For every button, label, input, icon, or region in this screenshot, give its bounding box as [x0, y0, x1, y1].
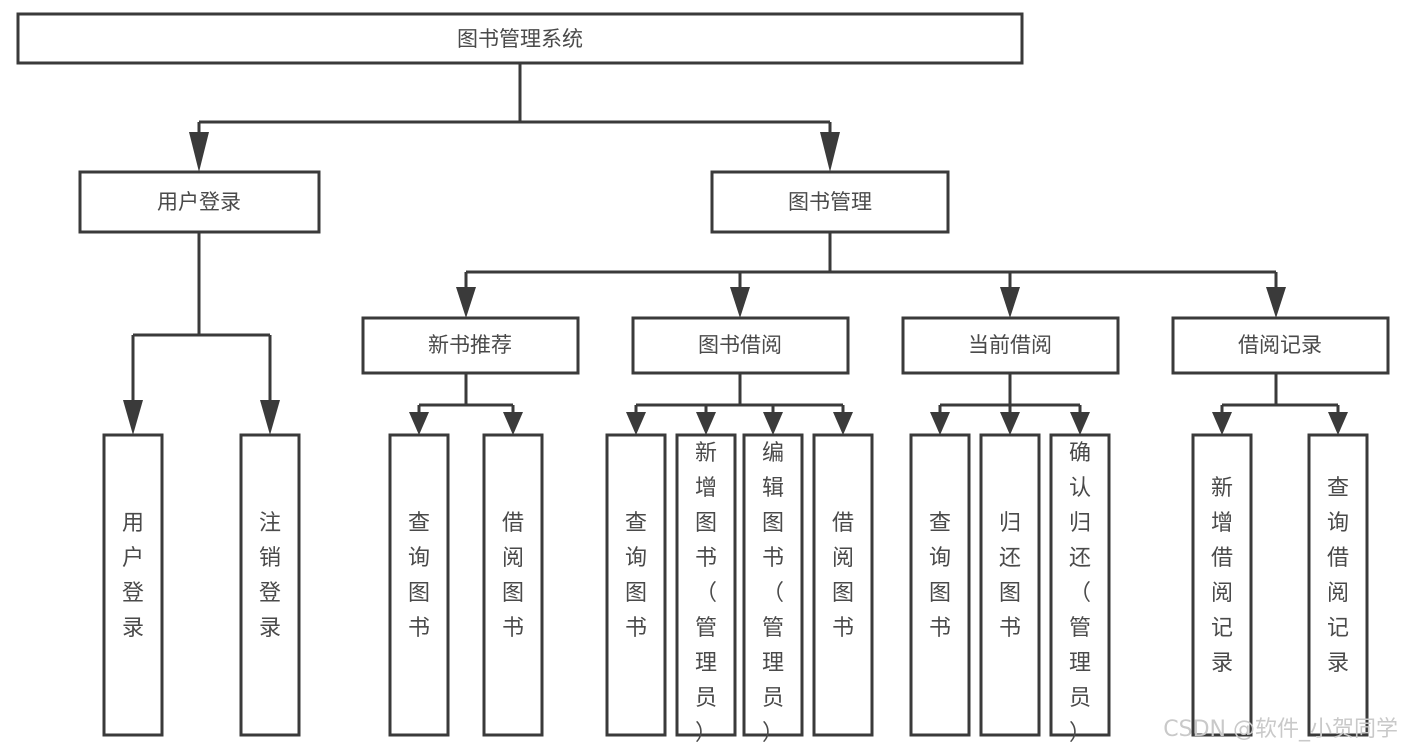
watermark: CSDN @软件_小贺同学: [1163, 717, 1398, 742]
leaf-label-borrow-book: 借阅图书: [832, 511, 854, 641]
leaf-label-borrow-book: 借阅图书: [502, 511, 524, 641]
leaf-label-add-borrow-record: 新增借阅记录: [1211, 476, 1233, 676]
node-label-root: 图书管理系统: [457, 27, 583, 51]
node-box: [1307, 433, 1369, 737]
arrow-head-icon: [930, 412, 950, 435]
node-borrow-record[interactable]: 借阅记录: [1171, 316, 1390, 375]
node-box: [710, 170, 950, 234]
node-new-book-recommend[interactable]: 新书推荐: [361, 316, 580, 375]
leaf-node-newbook-borrow-book[interactable]: 借阅图书: [482, 433, 544, 737]
leaf-node-borrow-edit-book-admin[interactable]: 编辑图书（管理员）: [742, 433, 804, 746]
node-book-management[interactable]: 图书管理: [710, 170, 950, 234]
leaf-node-record-query-record[interactable]: 查询借阅记录: [1307, 433, 1369, 737]
leaf-label-query-borrow-record: 查询借阅记录: [1327, 476, 1349, 676]
arrow-head-icon: [820, 132, 840, 172]
leaf-label-user-logout: 注销登录: [259, 511, 281, 641]
node-box: [742, 433, 804, 737]
node-book-borrow[interactable]: 图书借阅: [631, 316, 850, 375]
node-current-borrow[interactable]: 当前借阅: [901, 316, 1120, 375]
node-label-borrow-record: 借阅记录: [1238, 333, 1322, 357]
leaf-label-query-book: 查询图书: [408, 511, 430, 641]
leaf-node-borrow-add-book-admin[interactable]: 新增图书（管理员）: [675, 433, 737, 746]
node-box: [482, 433, 544, 737]
node-label-current-borrow: 当前借阅: [968, 333, 1052, 357]
node-box: [1171, 316, 1390, 375]
leaf-node-newbook-query-book[interactable]: 查询图书: [388, 433, 450, 737]
node-box: [631, 316, 850, 375]
node-label-new-book-recommend: 新书推荐: [428, 333, 512, 357]
leaf-label-edit-book-admin: 编辑图书（管理员）: [762, 441, 784, 746]
arrow-head-icon: [1070, 412, 1090, 435]
leaf-node-user-login-login[interactable]: 用户登录: [102, 433, 164, 737]
node-box: [1049, 433, 1111, 737]
arrow-head-icon: [503, 412, 523, 435]
node-box: [901, 316, 1120, 375]
arrow-head-icon: [260, 400, 280, 435]
node-box: [909, 433, 971, 737]
leaf-node-current-confirm-return-admin[interactable]: 确认归还（管理员）: [1049, 433, 1111, 746]
leaf-label-query-book: 查询图书: [929, 511, 951, 641]
leaf-node-record-add-record[interactable]: 新增借阅记录: [1191, 433, 1253, 737]
leaf-label-confirm-return-admin: 确认归还（管理员）: [1069, 441, 1091, 746]
leaf-label-return-book: 归还图书: [999, 511, 1021, 641]
arrow-head-icon: [1266, 287, 1286, 318]
node-box: [388, 433, 450, 737]
node-root-book-management-system[interactable]: 图书管理系统: [16, 12, 1024, 65]
arrow-head-icon: [1000, 412, 1020, 435]
node-box: [1191, 433, 1253, 737]
arrow-head-icon: [123, 400, 143, 435]
node-box: [361, 316, 580, 375]
node-box: [16, 12, 1024, 65]
arrow-head-icon: [626, 412, 646, 435]
arrow-head-icon: [1328, 412, 1348, 435]
arrow-head-icon: [763, 412, 783, 435]
arrow-head-icon: [1212, 412, 1232, 435]
arrow-head-icon: [409, 412, 429, 435]
leaf-node-user-logout[interactable]: 注销登录: [239, 433, 301, 737]
leaf-node-current-query-book[interactable]: 查询图书: [909, 433, 971, 737]
node-user-login[interactable]: 用户登录: [78, 170, 321, 234]
node-box: [979, 433, 1041, 737]
node-label-book-management: 图书管理: [788, 190, 872, 214]
node-box: [675, 433, 737, 737]
connector-layer: [123, 63, 1348, 435]
node-box: [78, 170, 321, 234]
arrow-head-icon: [833, 412, 853, 435]
leaf-label-user-login: 用户登录: [122, 511, 144, 641]
leaf-node-current-return-book[interactable]: 归还图书: [979, 433, 1041, 737]
node-box: [605, 433, 667, 737]
arrow-head-icon: [456, 287, 476, 318]
arrow-head-icon: [696, 412, 716, 435]
node-box: [102, 433, 164, 737]
leaf-node-borrow-borrow-book[interactable]: 借阅图书: [812, 433, 874, 737]
leaf-node-borrow-query-book[interactable]: 查询图书: [605, 433, 667, 737]
leaf-label-add-book-admin: 新增图书（管理员）: [695, 441, 717, 746]
node-label-user-login: 用户登录: [157, 190, 241, 214]
node-label-book-borrow: 图书借阅: [698, 333, 782, 357]
arrow-head-icon: [1000, 287, 1020, 318]
arrow-head-icon: [189, 132, 209, 172]
node-box: [239, 433, 301, 737]
leaf-label-query-book: 查询图书: [625, 511, 647, 641]
node-box: [812, 433, 874, 737]
arrow-head-icon: [730, 287, 750, 318]
